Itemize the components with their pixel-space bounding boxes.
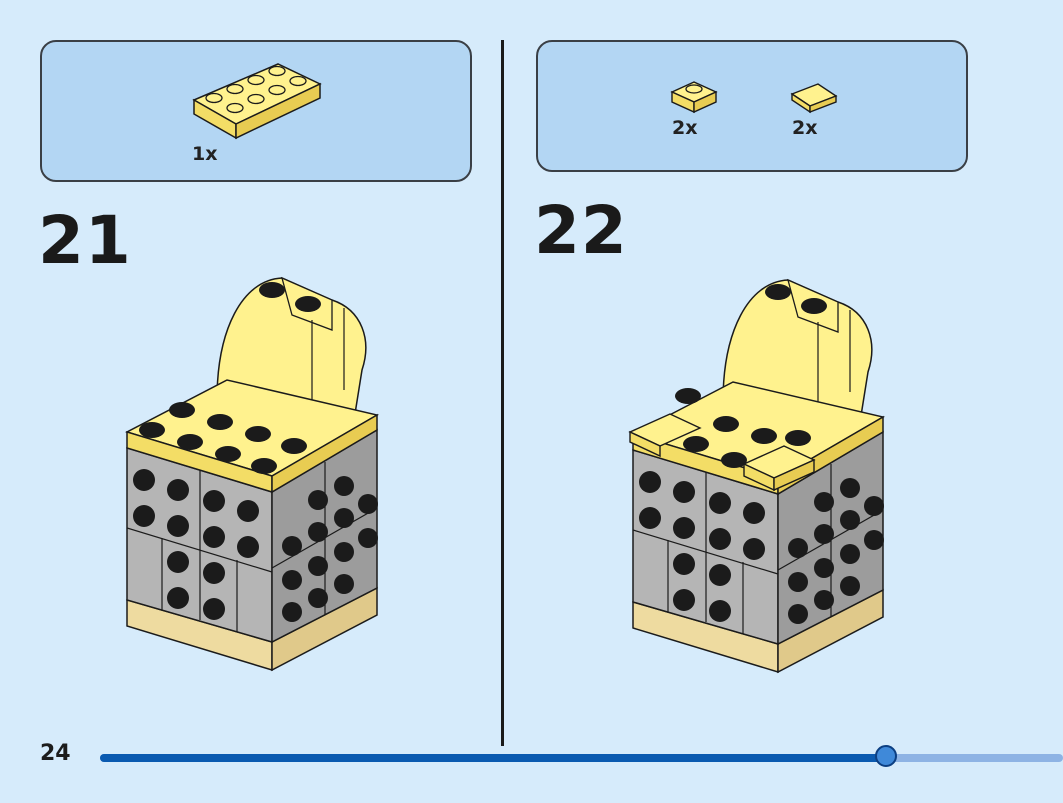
brick-model-step-22 bbox=[628, 278, 886, 674]
part-qty: 1x bbox=[192, 143, 218, 165]
progress-bar[interactable] bbox=[100, 745, 1063, 767]
progress-knob[interactable] bbox=[874, 745, 897, 767]
parts-callout-step-21: 1x bbox=[40, 40, 472, 182]
step-divider bbox=[501, 40, 504, 746]
page-number: 24 bbox=[40, 741, 71, 766]
parts-callout-step-22: 2x 2x bbox=[536, 40, 968, 172]
part-qty: 2x bbox=[792, 117, 818, 139]
plate-1x1-icon bbox=[670, 81, 718, 114]
tile-1x1-icon bbox=[790, 83, 838, 114]
step-number-22: 22 bbox=[534, 192, 628, 269]
plate-2x4-icon bbox=[192, 63, 322, 140]
part-qty: 2x bbox=[672, 117, 698, 139]
brick-model-step-21 bbox=[125, 276, 380, 672]
progress-fill bbox=[100, 754, 886, 762]
step-number-21: 21 bbox=[38, 202, 132, 279]
